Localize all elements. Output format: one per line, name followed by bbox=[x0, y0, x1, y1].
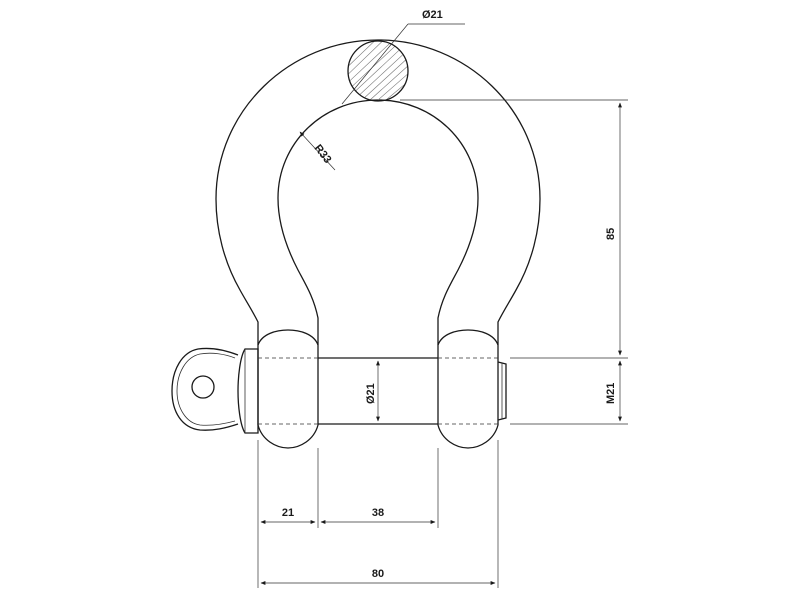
dim-overall-width-label: 80 bbox=[372, 568, 384, 580]
pin-body bbox=[318, 357, 438, 425]
bow-outer-contour bbox=[215, 39, 541, 345]
dim-inner-width-label: 38 bbox=[372, 507, 384, 519]
dim-eye-width-label: 21 bbox=[282, 507, 294, 519]
pin-tab-hole bbox=[191, 375, 215, 399]
left-eye-boss bbox=[257, 329, 319, 449]
pin-head bbox=[171, 347, 259, 434]
wire-circle bbox=[347, 40, 409, 102]
dim-thread: M21 bbox=[510, 357, 628, 425]
dim-inner-radius: R33 bbox=[299, 131, 336, 171]
extension-lines bbox=[257, 440, 499, 588]
pin-thread-end bbox=[497, 361, 507, 421]
right-eye-boss bbox=[437, 329, 499, 449]
dim-inner-width: 38 bbox=[320, 507, 436, 524]
shackle-bow bbox=[215, 39, 541, 345]
pin-tab bbox=[171, 347, 239, 431]
pin-hidden-lines bbox=[258, 357, 498, 425]
pin-collar bbox=[237, 348, 259, 434]
dim-thread-label: M21 bbox=[605, 383, 617, 404]
dim-wire-diameter: Ø21 bbox=[341, 9, 465, 105]
dim-eye-width: 21 bbox=[260, 507, 316, 524]
dim-overall-width: 80 bbox=[260, 568, 496, 585]
dim-pin-diameter: Ø21 bbox=[365, 360, 380, 422]
dim-pin-diameter-label: Ø21 bbox=[365, 383, 377, 404]
dim-inner-height: 85 bbox=[400, 99, 628, 356]
dim-wire-diameter-label: Ø21 bbox=[422, 9, 443, 21]
bow-inner-contour bbox=[277, 99, 479, 345]
dim-inner-height-label: 85 bbox=[605, 228, 617, 240]
dim-inner-radius-label: R33 bbox=[312, 142, 334, 165]
